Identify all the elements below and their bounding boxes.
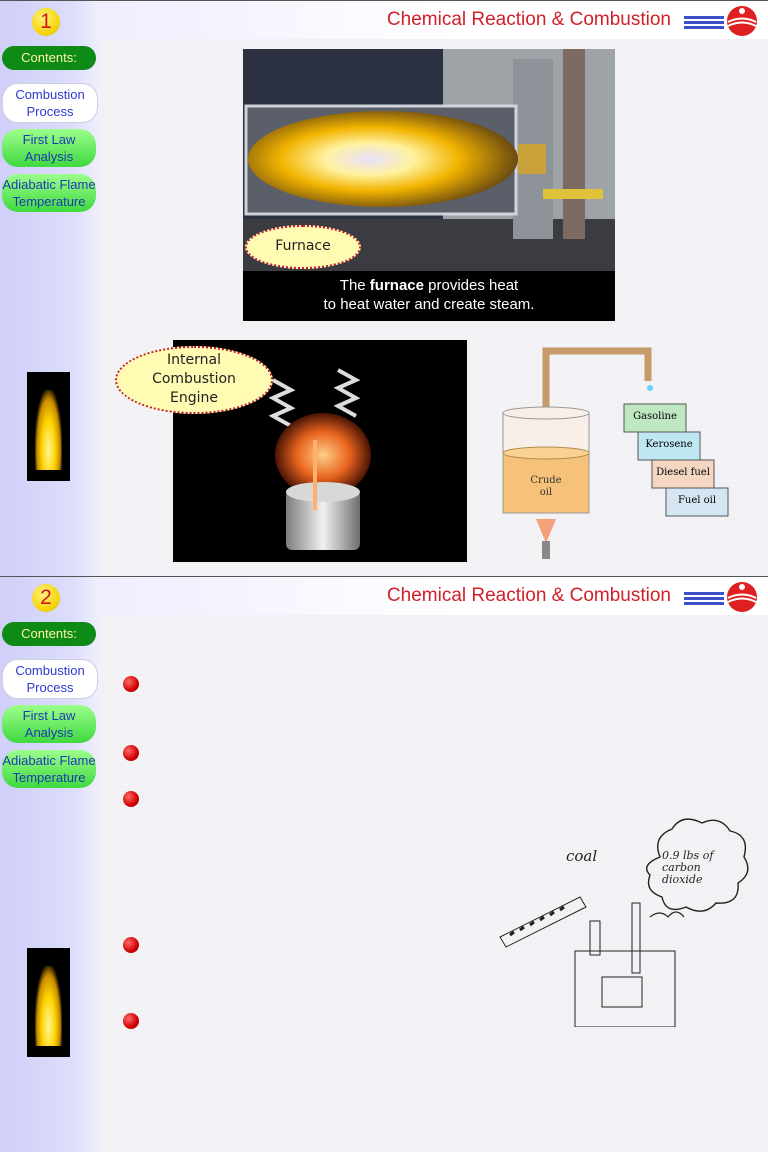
sketch-coal-label: coal [566, 847, 598, 865]
crude-label-line: Crude [530, 475, 562, 486]
flame-animation [27, 948, 70, 1057]
sketch-co2-label: 0.9 lbs of carbon dioxide [662, 850, 734, 886]
caption-text: provides heat [423, 277, 519, 294]
bubble-line: Combustion [152, 371, 236, 387]
nav-first-law-analysis[interactable]: First Law Analysis [2, 129, 96, 167]
caption-line-2: to heat water and create steam. [323, 296, 535, 313]
sidebar: 1 Contents: Combustion Process First Law… [0, 1, 100, 576]
crude-label-line: oil [539, 487, 553, 498]
crude-oil-label: Crude oil [503, 475, 589, 499]
engine-bubble: Internal Combustion Engine [115, 346, 273, 414]
bullet-icon [123, 745, 139, 761]
piston-illustration [268, 368, 371, 550]
slide-number-badge: 2 [32, 584, 60, 612]
furnace-image: Furnace The furnace provides heat to hea… [243, 49, 615, 321]
university-logo-icon [684, 582, 757, 612]
flame-icon [35, 390, 62, 470]
nav-combustion-process[interactable]: Combustion Process [2, 659, 98, 699]
contents-label: Contents: [2, 46, 96, 70]
bullet-icon [123, 791, 139, 807]
furnace-bubble: Furnace [245, 225, 361, 269]
fraction-gasoline: Gasoline [633, 411, 677, 422]
furnace-illustration [243, 49, 615, 271]
coal-plant-sketch [499, 818, 749, 1027]
bullet-icon [123, 676, 139, 692]
caption-bold: furnace [369, 277, 424, 294]
crude-oil-distillation-diagram [502, 347, 729, 559]
nav-first-law-analysis[interactable]: First Law Analysis [2, 705, 96, 743]
slide-title: Chemical Reaction & Combustion [386, 585, 671, 606]
cloud-line: 0.9 lbs of [662, 849, 714, 862]
nav-combustion-process[interactable]: Combustion Process [2, 83, 98, 123]
slide-2: Chemical Reaction & Combustion 2 Content… [0, 576, 768, 1152]
slide-number-badge: 1 [32, 8, 60, 36]
title-bar: Chemical Reaction & Combustion [0, 577, 768, 615]
flame-icon [35, 966, 62, 1046]
university-logo-icon [684, 6, 757, 36]
flame-animation [27, 372, 70, 481]
fraction-diesel-fuel: Diesel fuel [656, 467, 710, 478]
bubble-line: Internal [167, 352, 221, 368]
slide-title: Chemical Reaction & Combustion [386, 9, 671, 30]
sidebar: 2 Contents: Combustion Process First Law… [0, 577, 100, 1152]
slide-1: Chemical Reaction & Combustion 1 Content… [0, 0, 768, 576]
cloud-line: carbon [662, 861, 701, 874]
furnace-caption: The furnace provides heat to heat water … [243, 271, 615, 321]
cloud-line: dioxide [662, 873, 703, 886]
nav-adiabatic-flame-temperature[interactable]: Adiabatic Flame Temperature [2, 750, 96, 788]
fraction-fuel-oil: Fuel oil [677, 495, 717, 506]
bullet-icon [123, 1013, 139, 1029]
nav-adiabatic-flame-temperature[interactable]: Adiabatic Flame Temperature [2, 174, 96, 212]
title-bar: Chemical Reaction & Combustion [0, 1, 768, 39]
fraction-kerosene: Kerosene [645, 439, 693, 450]
bullet-icon [123, 937, 139, 953]
caption-text: The [339, 277, 370, 294]
contents-label: Contents: [2, 622, 96, 646]
bubble-line: Engine [170, 390, 218, 406]
